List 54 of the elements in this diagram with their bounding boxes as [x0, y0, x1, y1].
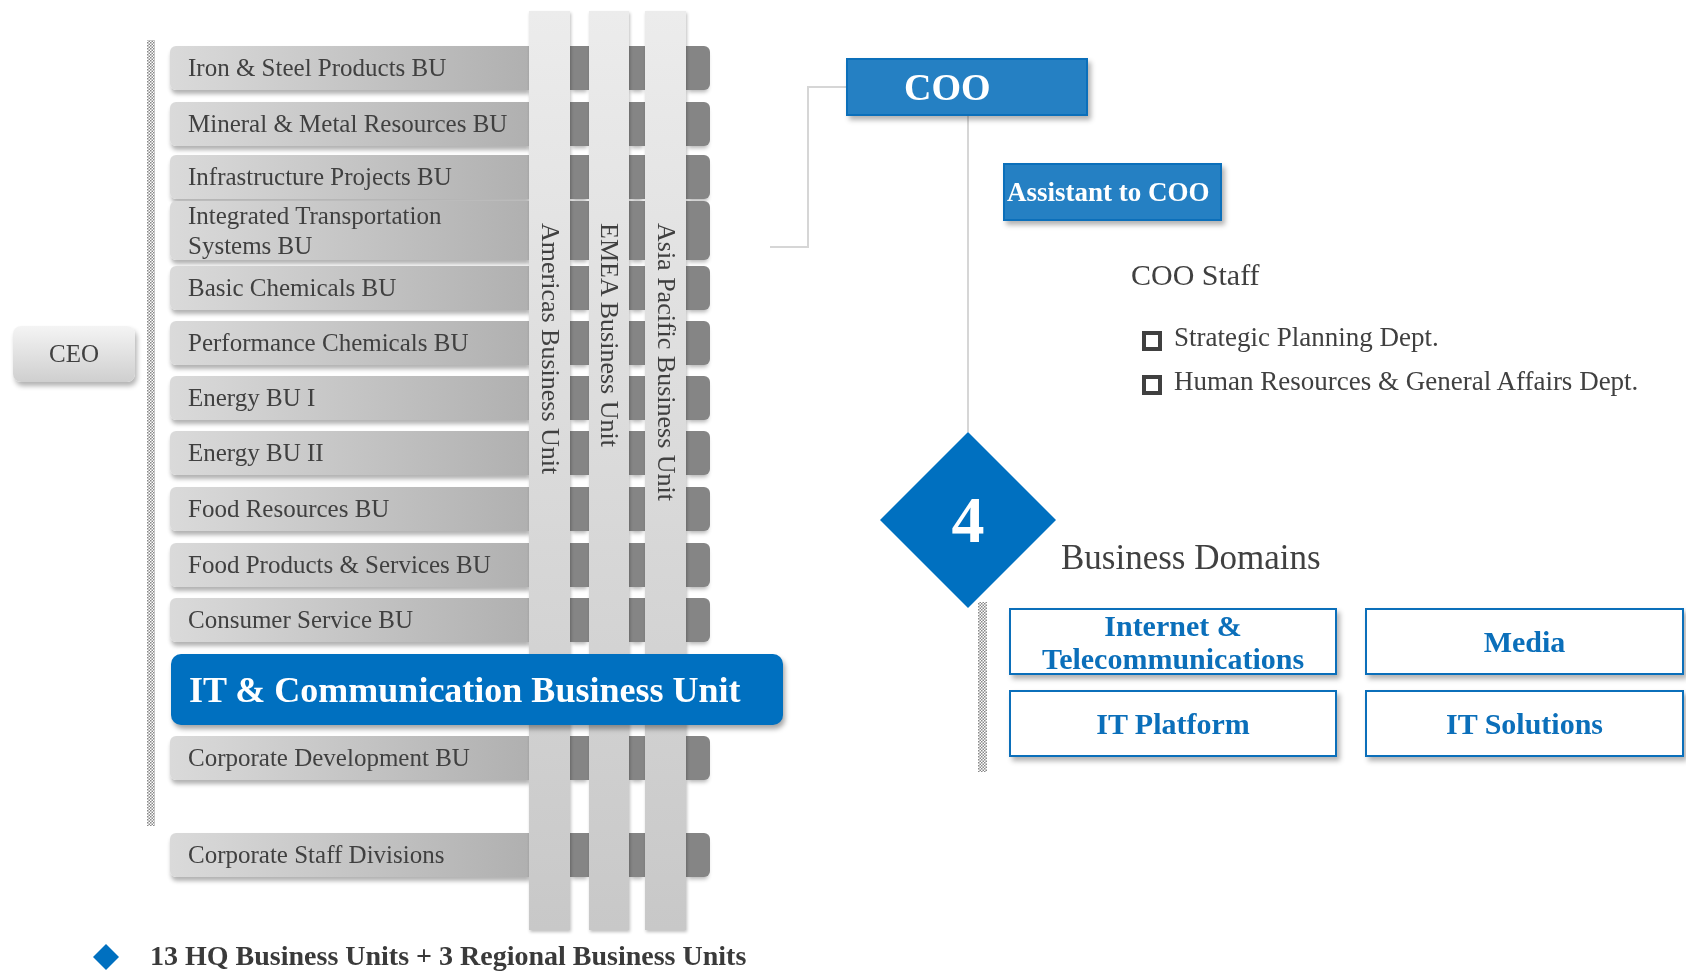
business-unit-bar — [170, 487, 529, 531]
domain-box — [1365, 690, 1684, 757]
summary-note: 13 HQ Business Units + 3 Regional Business Units — [150, 940, 747, 972]
column-label: Asia Pacific Business Unit — [650, 223, 681, 502]
box-label: COO — [904, 65, 991, 109]
bar-label: Mineral & Metal Resources BU — [188, 109, 508, 139]
box-label: CEO — [49, 340, 99, 368]
business-unit-bar — [170, 102, 529, 146]
bar-label: Corporate Staff Divisions — [188, 840, 445, 870]
role-box — [1003, 163, 1222, 221]
domain-count: 4 — [950, 482, 986, 558]
connector-line — [967, 115, 969, 433]
number-diamond — [880, 432, 1056, 608]
role-box — [846, 58, 1088, 116]
bar-label: Energy BU I — [188, 383, 316, 413]
business-unit-bar — [170, 833, 529, 877]
list-item: Strategic Planning Dept. — [1174, 322, 1439, 353]
bar-label: Consumer Service BU — [188, 605, 413, 635]
business-unit-bar — [170, 598, 529, 642]
business-unit-bar — [170, 201, 529, 260]
box-label: Media — [1483, 625, 1566, 658]
box-label: IT Platform — [1096, 707, 1250, 740]
section-heading: COO Staff — [1131, 258, 1260, 292]
business-unit-bar — [170, 321, 529, 365]
highlighted-business-unit-bar — [171, 654, 783, 725]
bar-label: Basic Chemicals BU — [188, 273, 397, 303]
connector-line — [769, 86, 847, 248]
bar-label: Iron & Steel Products BU — [188, 53, 447, 83]
box-label: IT Solutions — [1446, 707, 1603, 740]
business-unit-bar — [170, 431, 529, 475]
bar-label: Infrastructure Projects BU — [188, 162, 452, 192]
business-unit-bar — [170, 376, 529, 420]
bar-label: Food Products & Services BU — [188, 550, 491, 580]
column-label: EMEA Business Unit — [594, 223, 624, 447]
bar-label: Food Resources BU — [188, 494, 390, 524]
bar-label: Energy BU II — [188, 438, 324, 468]
bar-label: Corporate Development BU — [188, 743, 470, 773]
business-unit-bar — [170, 155, 529, 199]
bar-label: Integrated Transportation Systems BU — [188, 200, 443, 261]
domain-heading: Business Domains — [1061, 538, 1321, 578]
column-label: Americas Business Unit — [534, 223, 565, 475]
box-label: Internet & Telecommunications — [1040, 608, 1306, 675]
bar-label: IT & Communication Business Unit — [189, 668, 741, 711]
domain-box — [1365, 608, 1684, 675]
list-item: Human Resources & General Affairs Dept. — [1174, 366, 1639, 397]
business-unit-bar — [170, 266, 529, 310]
box-label: Assistant to COO — [1007, 176, 1210, 208]
domain-box — [1009, 608, 1337, 675]
executive-box — [13, 326, 135, 382]
domain-box — [1009, 690, 1337, 757]
business-unit-bar — [170, 543, 529, 587]
bar-label: Performance Chemicals BU — [188, 328, 469, 358]
business-unit-bar — [170, 736, 529, 780]
business-unit-bar — [170, 46, 529, 90]
